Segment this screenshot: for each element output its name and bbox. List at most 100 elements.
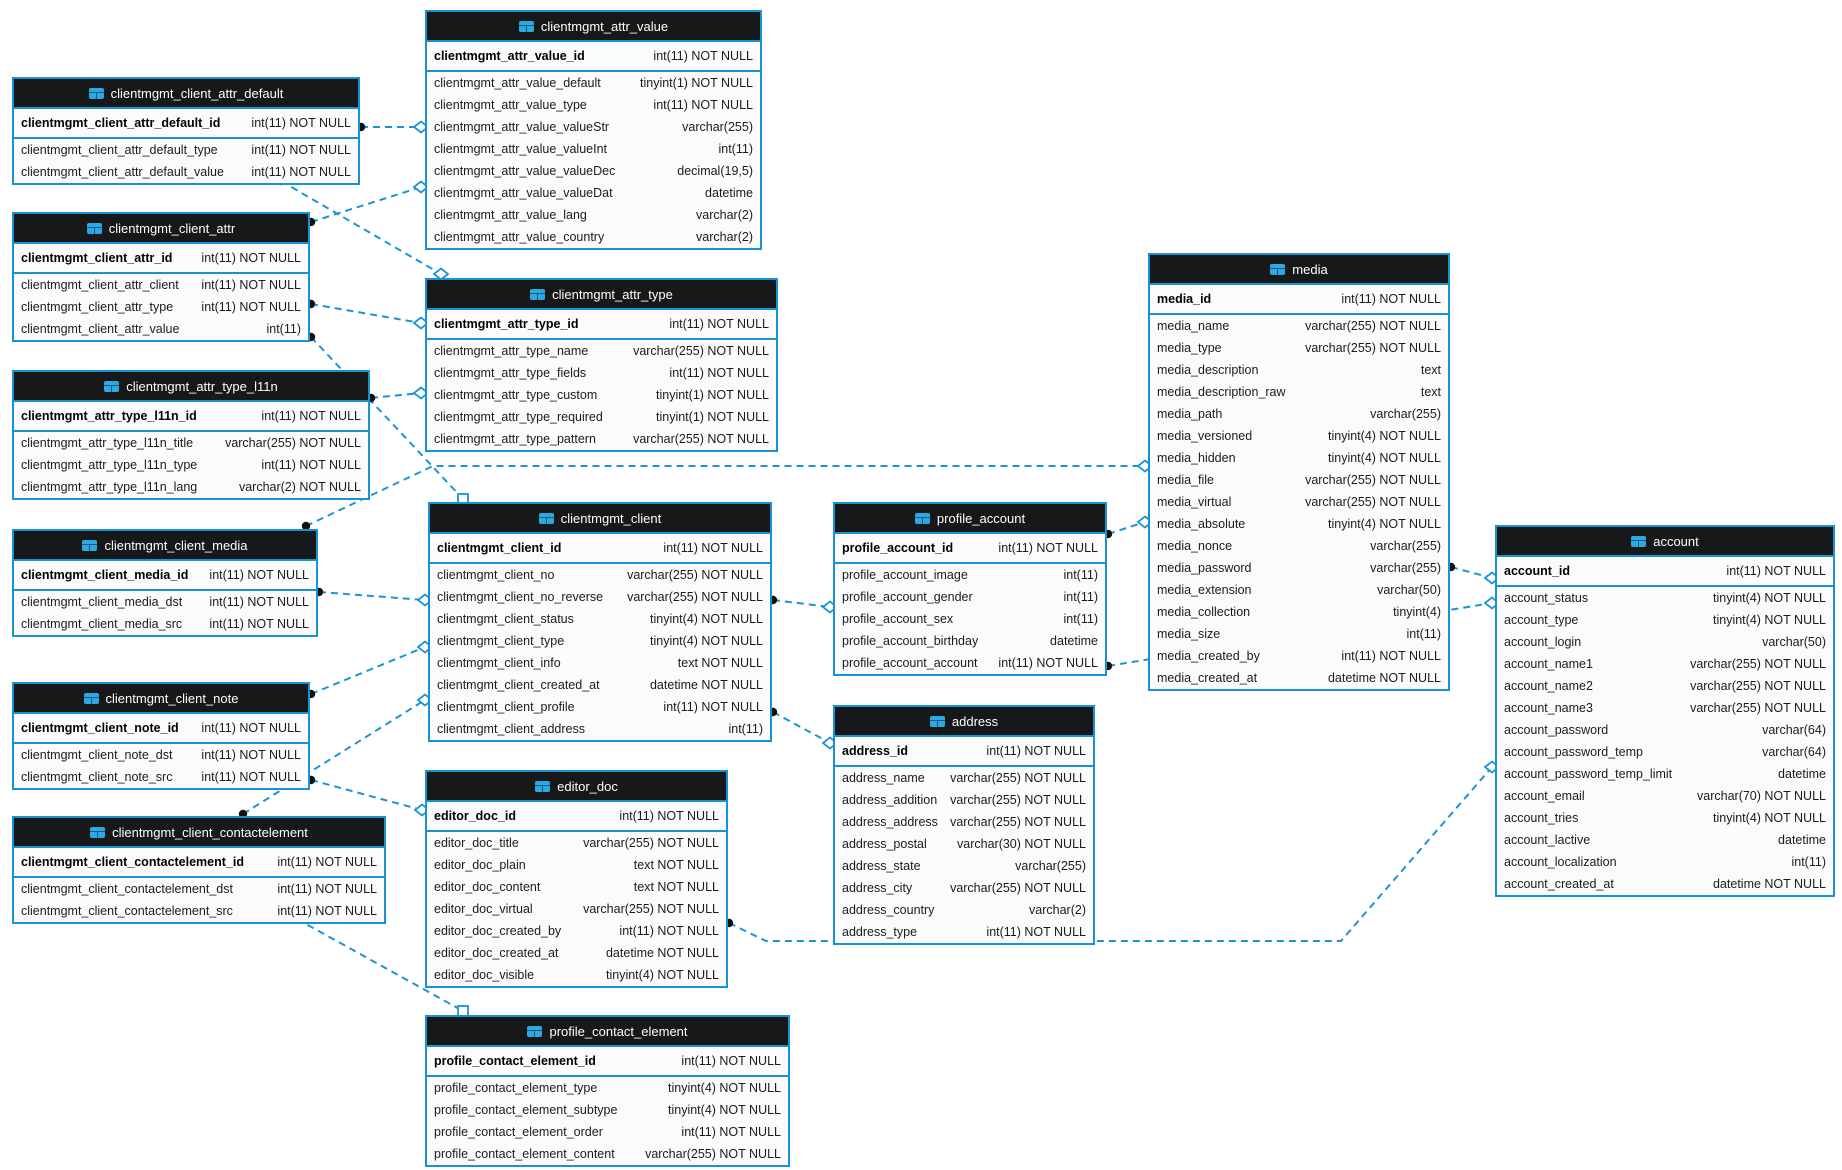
relationship-profile_account-to-media[interactable] <box>1107 521 1146 535</box>
table-title-bar[interactable]: profile_account <box>835 504 1105 534</box>
table-title-bar[interactable]: clientmgmt_client_media <box>14 531 316 561</box>
table-title-bar[interactable]: clientmgmt_client <box>430 504 770 534</box>
table-title-bar[interactable]: clientmgmt_client_attr_default <box>14 79 358 109</box>
relationship-clientmgmt_attr_type_l11n-to-clientmgmt_attr_type[interactable] <box>370 392 422 399</box>
table-title-bar[interactable]: clientmgmt_attr_value <box>427 12 760 42</box>
table-title-bar[interactable]: clientmgmt_attr_type <box>427 280 776 310</box>
relationship-clientmgmt_client_attr-to-clientmgmt_attr_type[interactable] <box>310 303 422 324</box>
relationship-clientmgmt_client-to-profile_account[interactable] <box>772 599 831 608</box>
table-title-bar[interactable]: clientmgmt_client_attr <box>14 214 308 244</box>
table-title-bar[interactable]: profile_contact_element <box>427 1017 788 1047</box>
table-title-bar[interactable]: account <box>1497 527 1833 557</box>
table-title-bar[interactable]: editor_doc <box>427 772 726 802</box>
table-title-bar[interactable]: clientmgmt_attr_type_l11n <box>14 372 368 402</box>
table-title-bar[interactable]: clientmgmt_client_note <box>14 684 308 714</box>
table-title-bar[interactable]: clientmgmt_client_contactelement <box>14 818 384 848</box>
relationship-clientmgmt_client-to-address[interactable] <box>772 711 831 744</box>
table-title-bar[interactable]: media <box>1150 255 1448 285</box>
relationship-clientmgmt_client_note-to-clientmgmt_client[interactable] <box>310 646 426 695</box>
table-title-bar[interactable]: address <box>835 707 1093 737</box>
